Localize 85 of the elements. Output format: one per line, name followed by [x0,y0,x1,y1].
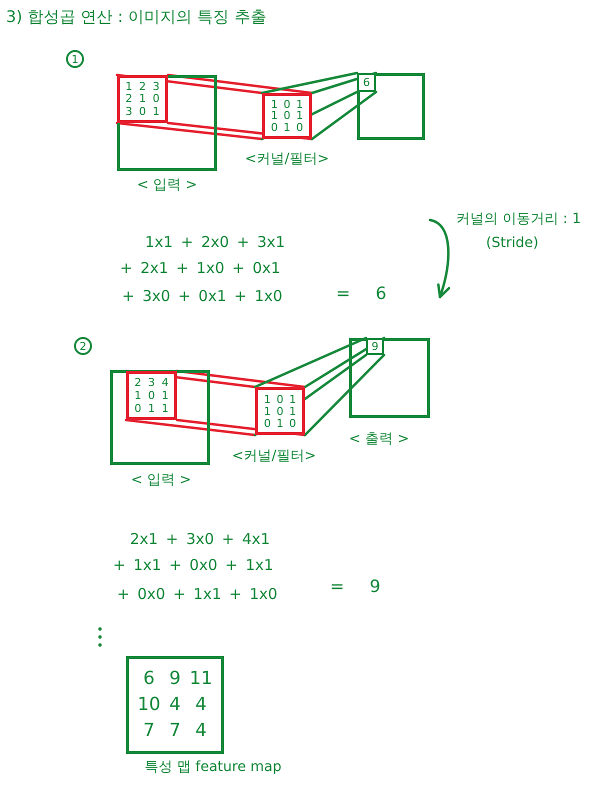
projection-line [124,418,256,436]
matrix-value: 0 [276,406,284,416]
matrix-value: 1 [283,122,290,133]
projection-line [310,72,378,94]
matrix-value: 0 [152,93,160,104]
annotation-text: 커널의 이동거리 : 1 [456,210,581,228]
feature-map-box [126,656,224,754]
matrix-value: 4 [195,696,207,714]
formula-line: + 2x1 + 1x0 + 0x1 [120,259,280,277]
kernel-box [255,387,305,435]
projection-line [310,90,378,140]
matrix-value: 2 [125,93,132,104]
matrix-value: 1 [138,93,146,104]
curved-arrow [428,218,450,298]
matrix-value: 7 [169,722,181,740]
step-number: 2 [74,337,92,355]
matrix-value: 1 [289,406,296,416]
matrix-value: 3 [148,377,155,388]
matrix-value: 0 [148,390,155,401]
formula-line: + 3x0 + 0x1 + 1x0 [122,287,282,305]
formula-result: = 6 [336,284,386,304]
title: 3) 합성곱 연산 : 이미지의 특징 추출 [6,7,266,26]
matrix-value: 0 [283,99,290,110]
matrix-value: 7 [143,722,155,740]
node-label: 특성 맵 feature map [144,759,282,776]
matrix-value: 1 [264,394,271,404]
matrix-value: 9 [169,670,181,688]
input-box [117,75,217,171]
matrix-value: 1 [264,406,271,416]
matrix-value: 1 [296,110,304,122]
input-box [110,370,210,465]
matrix-value: 1 [125,80,132,92]
output-cell: 9 [366,338,384,355]
matrix-value: 1 [270,110,278,122]
matrix-value: 6 [143,670,155,688]
matrix-value: 4 [195,722,207,740]
matrix-value: 0 [296,122,304,133]
matrix-value: 1 [148,403,155,414]
projection-line [116,122,264,140]
formula-line: 2x1 + 3x0 + 4x1 [130,530,270,548]
matrix-value: 10 [138,696,160,714]
matrix-value: 4 [162,377,169,388]
node-label: <커널/필터> [232,448,316,465]
matrix-value: 0 [276,394,284,404]
node-label: < 출력 > [348,431,410,448]
matrix-value: 4 [169,696,181,714]
matrix-value: 0 [289,418,296,428]
node-label: < 입력 > [136,177,198,194]
annotation-text: (Stride) [486,234,538,252]
projection-line [254,336,368,388]
kernel-box [262,93,312,139]
formula-line: + 0x0 + 1x1 + 1x0 [117,585,278,603]
matrix-value: 1 [270,99,278,110]
matrix-value: 0 [283,110,290,122]
matrix-value: 3 [152,80,160,92]
output-box [349,338,430,418]
matrix-value: 1 [296,99,304,110]
projection-line [260,72,358,94]
node-label: < 입력 > [130,472,192,489]
projection-line [166,74,314,94]
output-cell: 6 [357,73,376,92]
window-box [117,75,168,123]
formula-line: + 1x1 + 0x0 + 1x1 [113,556,274,574]
matrix-value: 1 [289,394,296,404]
matrix-value: 1 [162,390,169,401]
output-box [357,73,425,140]
matrix-value: 0 [270,122,278,133]
matrix-value: 1 [134,390,142,401]
step-number: 1 [66,50,84,68]
matrix-value: 0 [134,403,142,414]
matrix-value: 11 [190,670,212,688]
formula-line: 1x1 + 2x0 + 3x1 [145,233,286,251]
matrix-value: 1 [152,106,160,118]
matrix-value: 3 [125,106,132,118]
matrix-value: 0 [138,106,146,118]
matrix-value: 1 [276,418,284,428]
projection-line [304,336,386,388]
projection-line [304,354,386,436]
matrix-value: 0 [264,418,271,428]
matrix-value: 2 [138,80,146,92]
matrix-value: 2 [134,377,142,388]
formula-result: = 9 [330,577,380,598]
matrix-value: 1 [162,403,169,414]
window-box [126,371,177,420]
node-label: <커널/필터> [244,151,330,168]
